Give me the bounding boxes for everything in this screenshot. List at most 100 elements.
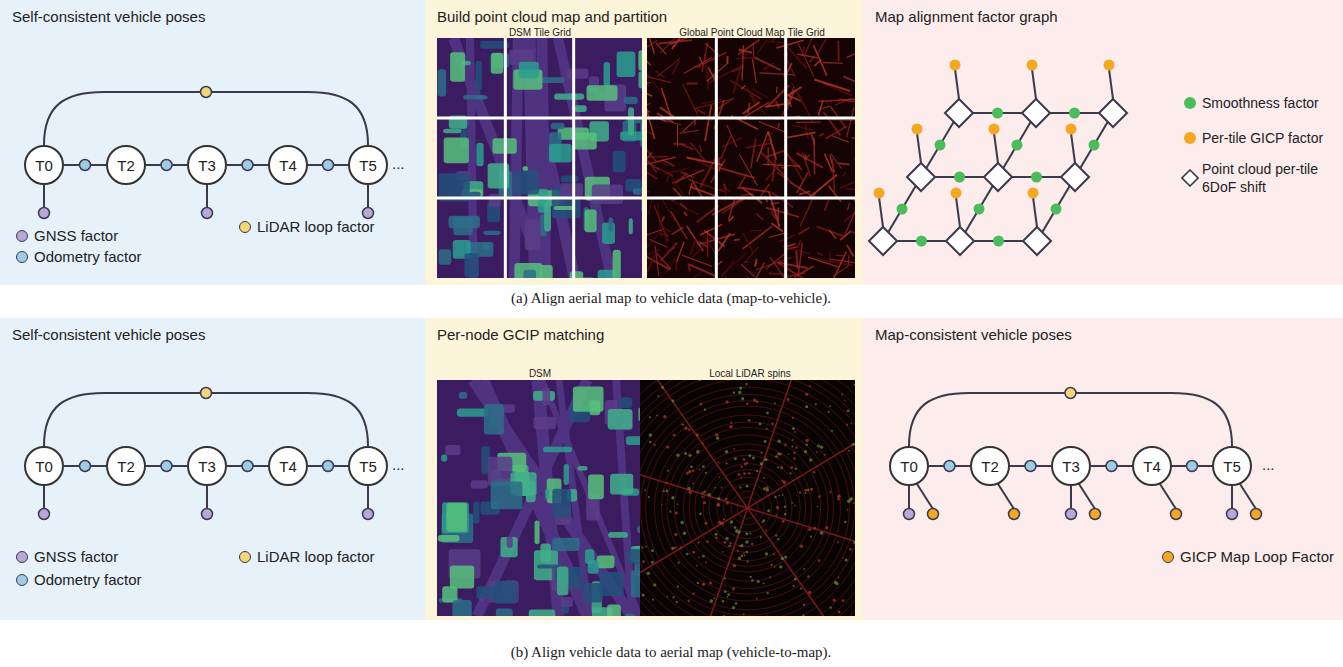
lidar-point (757, 580, 760, 583)
cloud-stroke (753, 59, 757, 83)
lidar-point (805, 393, 808, 396)
lidar-point (671, 400, 674, 403)
image-group (437, 380, 640, 616)
lidar-point (666, 482, 668, 484)
lidar-point (716, 436, 719, 439)
cloud-stroke (659, 234, 669, 237)
lidar-point (747, 561, 749, 563)
cloud-stroke (649, 199, 653, 214)
lidar-point (803, 568, 805, 570)
legend-text-box: LiDAR loop factor (257, 218, 375, 236)
lidar-point (784, 443, 787, 446)
lidar-point (724, 541, 727, 544)
lidar-point (833, 599, 836, 602)
dsm-patch (540, 265, 552, 278)
label-box: (a) Align aerial map to vehicle data (ma… (371, 289, 971, 307)
lidar-point (795, 468, 797, 470)
lidar-point (816, 451, 818, 453)
grid-line (784, 38, 787, 278)
pose-label: T5 (1223, 458, 1241, 475)
odometry-factor-dot (1106, 461, 1117, 472)
lidar-point (722, 551, 724, 553)
lidar-point (781, 557, 784, 560)
grid-line (572, 38, 575, 278)
pose-node: T5 (348, 145, 388, 185)
gicp-factor-dot (989, 124, 1000, 135)
lidar-point (800, 587, 802, 589)
cloud-stroke (647, 51, 651, 65)
cloud-stroke (817, 39, 826, 55)
lidar-point (676, 453, 679, 456)
lidar-point (741, 555, 744, 558)
cloud-stroke (747, 88, 765, 115)
cloud-stroke (647, 108, 655, 139)
loop-factor-dot (1065, 388, 1076, 399)
grid-line (437, 197, 642, 200)
lidar-point (704, 409, 706, 411)
cloud-stroke (756, 213, 763, 219)
lidar-point (743, 458, 746, 461)
pose-label: T3 (1062, 458, 1080, 475)
lidar-point (707, 493, 711, 497)
lidar-point (849, 548, 852, 551)
pose-node: T0 (24, 145, 64, 185)
lidar-point (725, 498, 728, 501)
lidar-point (748, 472, 751, 475)
cloud-stroke (855, 157, 856, 185)
dsm-patch (597, 556, 615, 569)
dsm-patch (567, 68, 589, 78)
lidar-point (748, 454, 751, 457)
cloud-stroke (647, 104, 651, 105)
dsm-patch (438, 69, 447, 96)
dsm-patch (608, 409, 633, 429)
lidar-point (725, 537, 728, 540)
lidar-point (678, 562, 680, 564)
dsm-patch (577, 466, 587, 471)
cloud-stroke (647, 251, 657, 278)
dsm-patch (620, 397, 633, 408)
label-box: (b) Align vehicle data to aerial map (ve… (371, 643, 971, 661)
lidar-point (814, 380, 817, 381)
lidar-point (732, 587, 735, 590)
gicp-factor-dot (950, 60, 961, 71)
pose-label: T4 (279, 157, 297, 174)
cloud-stroke (721, 137, 742, 147)
dsm-patch (638, 71, 642, 88)
lidar-point (791, 445, 793, 447)
cloud-stroke (697, 109, 705, 113)
smoothness-factor-dot (916, 236, 927, 247)
dsm-patch (542, 388, 550, 406)
cloud-ground (647, 38, 855, 278)
cloud-stroke (662, 217, 664, 222)
lidar-point (746, 485, 749, 488)
legend-text: Point cloud per-tile 6DoF shift (1202, 161, 1318, 195)
gicp-map-loop-dot (1251, 509, 1262, 520)
lidar-point (713, 598, 715, 600)
dsm-patch (444, 138, 469, 164)
gnss-factor-dot (1227, 509, 1238, 520)
cloud-stroke (688, 179, 726, 192)
lidar-point (794, 505, 796, 507)
lidar-point (648, 496, 650, 498)
lidar-point (649, 441, 651, 443)
lidar-point (793, 428, 795, 430)
gnss-factor-dot (363, 208, 374, 219)
lidar-point (770, 564, 773, 567)
dsm-patch (607, 605, 621, 616)
legend-text-box: Odometry factor (34, 248, 142, 266)
cloud-stroke (661, 198, 675, 222)
lidar-point (737, 550, 739, 552)
lidar-point (811, 616, 814, 617)
lidar-point (777, 466, 779, 468)
lidar-point (745, 551, 748, 554)
image-label: DSM (529, 368, 551, 379)
cloud-stroke (786, 87, 801, 96)
cloud-stroke (684, 212, 688, 216)
dsm-patch (438, 535, 460, 542)
lidar-point (730, 422, 732, 424)
pose-node: T0 (889, 446, 929, 486)
pose-label: T4 (1143, 458, 1161, 475)
cloud-stroke (752, 88, 768, 98)
lidar-point (644, 489, 646, 491)
lidar-point (741, 477, 743, 479)
